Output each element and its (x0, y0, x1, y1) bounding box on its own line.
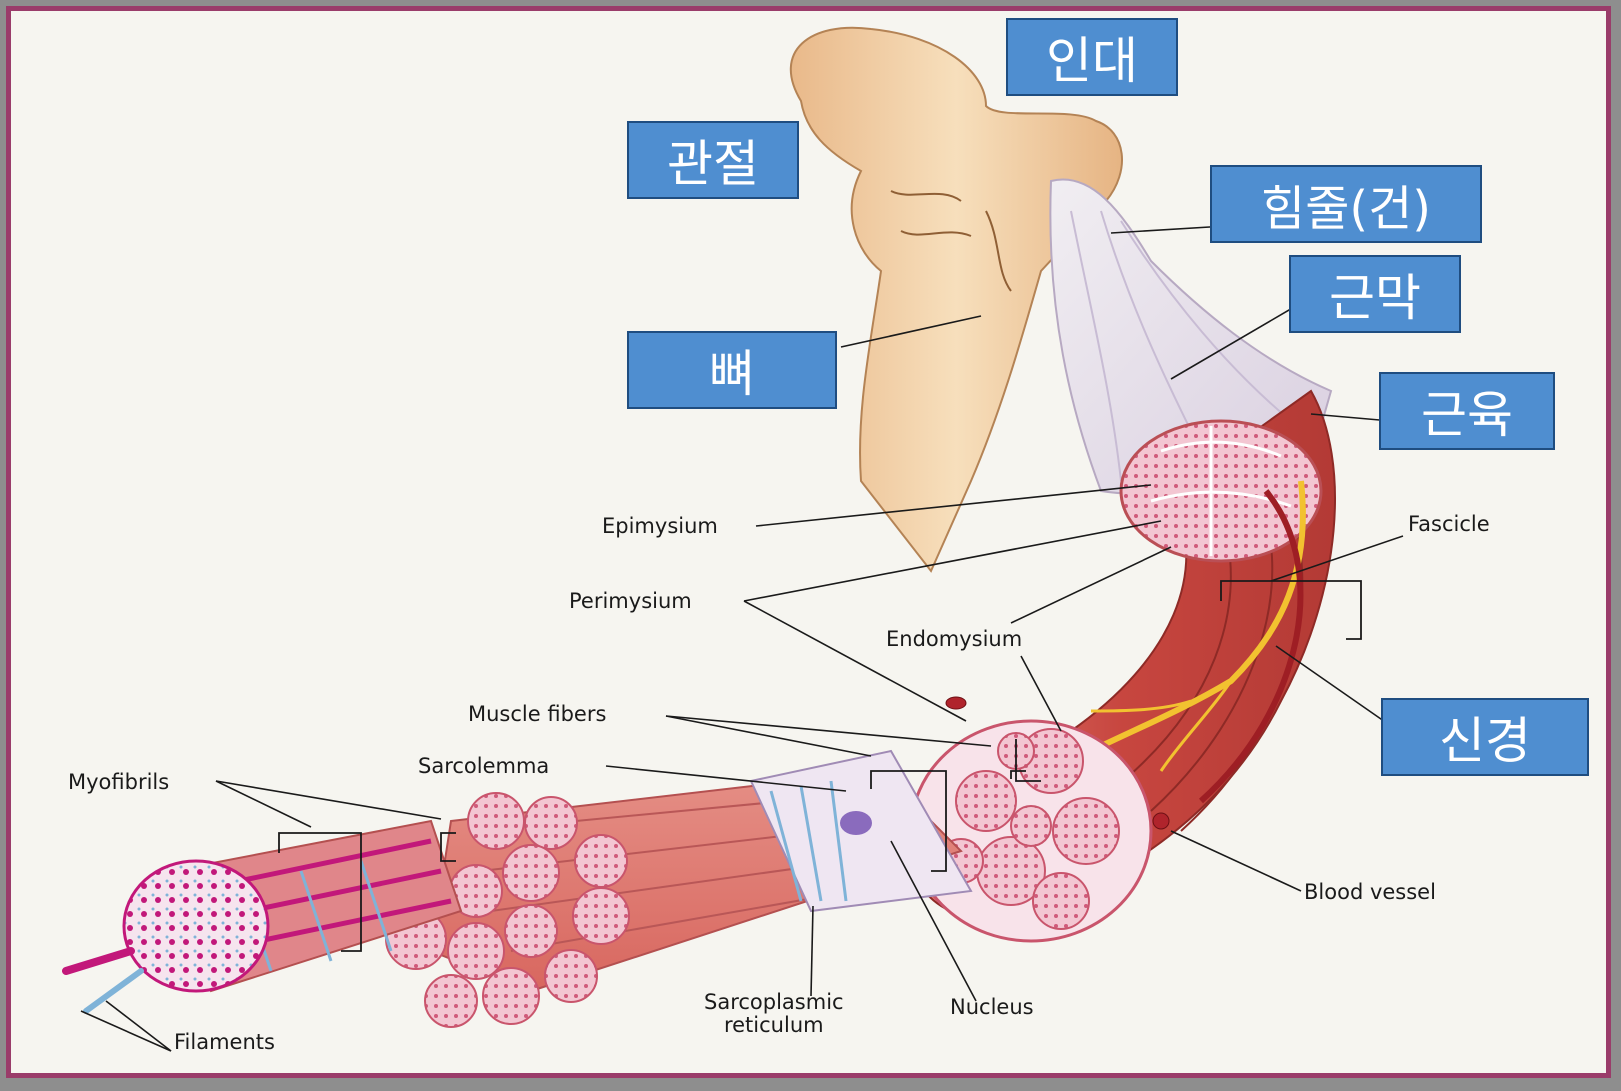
label-ligament: 인대 (1006, 18, 1178, 96)
label-filaments: Filaments (174, 1031, 275, 1054)
label-sarcoplasmic-line1: Sarcoplasmic (704, 991, 844, 1014)
label-nerve: 신경 (1381, 698, 1589, 776)
label-blood-vessel: Blood vessel (1304, 881, 1436, 904)
label-epimysium: Epimysium (602, 515, 718, 538)
label-sarcoplasmic-line2: reticulum (704, 1014, 844, 1037)
label-muscle-fibers: Muscle fibers (468, 703, 606, 726)
label-nucleus: Nucleus (950, 996, 1034, 1019)
fascicle-illustration (911, 721, 1151, 941)
label-sarcoplasmic-reticulum: Sarcoplasmic reticulum (704, 991, 844, 1037)
label-tendon: 힘줄(건) (1210, 165, 1482, 243)
label-muscle: 근육 (1379, 372, 1555, 450)
label-perimysium: Perimysium (569, 590, 692, 613)
myofibril-illustration (66, 821, 461, 1011)
label-fascia: 근막 (1289, 255, 1461, 333)
label-endomysium: Endomysium (886, 628, 1022, 651)
fiber-bundle-illustration (386, 751, 971, 1027)
label-bone: 뼈 (627, 331, 837, 409)
label-fascicle: Fascicle (1408, 513, 1490, 536)
label-sarcolemma: Sarcolemma (418, 755, 549, 778)
label-myofibrils: Myofibrils (68, 771, 169, 794)
slide-frame: 인대 관절 힘줄(건) 근막 뼈 근육 신경 Epimysium Fascicl… (6, 6, 1611, 1078)
label-joint: 관절 (627, 121, 799, 199)
